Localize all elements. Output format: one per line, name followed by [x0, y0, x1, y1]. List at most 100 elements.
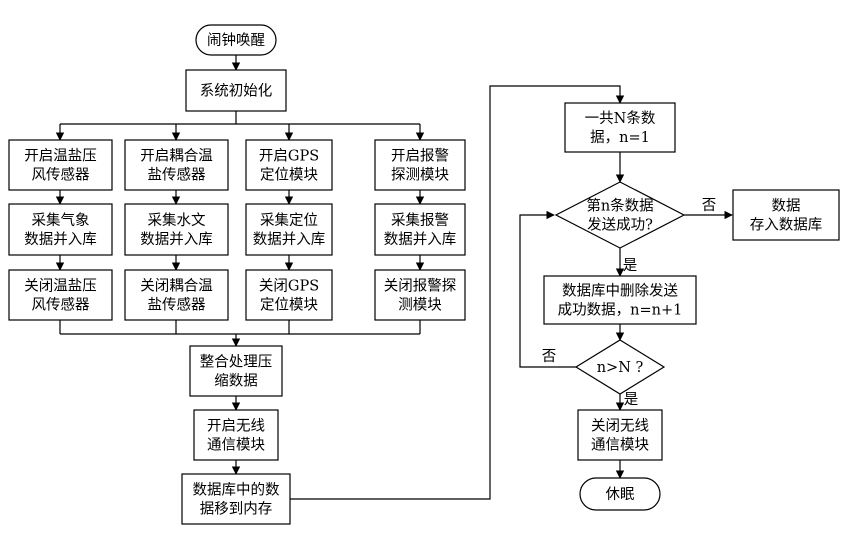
node-open3-shape — [245, 139, 333, 191]
node-close1-line-2: 风传感器 — [32, 297, 90, 314]
node-store-line-2: 存入数据库 — [750, 217, 823, 234]
node-sleep-line-1: 休眠 — [606, 486, 635, 503]
node-delete-line-1: 数据库中删除发送 — [562, 283, 678, 300]
node-compare: n>N ? — [574, 339, 666, 395]
edge-compare-loop — [519, 210, 576, 368]
node-open3-line-1: 开启GPS — [259, 148, 319, 165]
node-open4-shape — [374, 139, 466, 191]
node-move-line-2: 据移到内存 — [200, 501, 273, 518]
node-collect2-line-2: 数据并入库 — [140, 231, 213, 248]
node-collect4-shape — [374, 203, 466, 256]
node-open4-line-1: 开启报警 — [391, 148, 449, 165]
node-close2-line-2: 盐传感器 — [148, 297, 206, 314]
node-open2-shape — [124, 139, 229, 191]
node-compress-line-2: 缩数据 — [214, 373, 258, 390]
node-send-ok-shape — [554, 181, 686, 249]
node-close2-shape — [124, 269, 229, 321]
node-move-shape — [181, 473, 291, 525]
label-send-no: 否 — [702, 198, 717, 214]
node-open-wl-line-1: 开启无线 — [207, 418, 265, 435]
node-close-wireless-shape — [577, 409, 663, 461]
node-collect2-line-1: 采集水文 — [148, 212, 206, 229]
node-compress-shape — [189, 345, 283, 397]
label-send-yes: 是 — [623, 258, 638, 274]
node-open3-line-2: 定位模块 — [260, 167, 318, 184]
node-close1-line-1: 关闭温盐压 — [24, 278, 97, 295]
node-collect3-line-1: 采集定位 — [260, 212, 318, 229]
edge-move-total — [290, 85, 625, 500]
node-total-line-1: 一共N条数 — [585, 110, 656, 127]
node-delete-shape — [543, 275, 697, 325]
node-collect3-shape — [245, 203, 333, 256]
node-close4-line-1: 关闭报警探 — [384, 278, 457, 295]
node-open3: 开启GPS 定位模块 — [245, 139, 333, 191]
node-store-line-1: 数据 — [772, 198, 801, 215]
node-init-shape — [185, 69, 287, 112]
node-collect4-line-1: 采集报警 — [391, 212, 449, 229]
node-compress-line-1: 整合处理压 — [200, 354, 273, 371]
node-total-line-2: 据，n=1 — [590, 129, 650, 146]
node-close3-line-1: 关闭GPS — [259, 278, 319, 295]
node-collect1-line-1: 采集气象 — [32, 212, 90, 229]
node-close1-shape — [8, 269, 113, 321]
node-open2-line-2: 盐传感器 — [148, 167, 206, 184]
node-close4-line-2: 测模块 — [398, 297, 442, 314]
node-total-shape — [564, 102, 676, 153]
node-open-wireless-shape — [193, 409, 279, 461]
node-sleep: 休眠 — [579, 477, 661, 511]
node-compare-shape — [574, 339, 666, 395]
node-send-ok-line-2: 发送成功? — [587, 217, 653, 234]
node-open2-line-1: 开启耦合温 — [140, 148, 213, 165]
node-close-wl-line-2: 通信模块 — [591, 437, 649, 454]
node-collect3-line-2: 数据并入库 — [253, 231, 326, 248]
node-close3-line-2: 定位模块 — [260, 297, 318, 314]
node-collect1-line-2: 数据并入库 — [24, 231, 97, 248]
edge-labels: 否 是 否 是 — [542, 198, 717, 408]
node-move-line-1: 数据库中的数 — [193, 482, 280, 499]
label-compare-yes: 是 — [624, 392, 639, 408]
node-wake: 闹钟唤醒 — [195, 24, 277, 56]
node-send-ok-line-1: 第n条数据 — [586, 197, 653, 215]
node-collect2-shape — [124, 203, 229, 256]
node-open1-line-2: 风传感器 — [32, 167, 90, 184]
node-open-wl-line-2: 通信模块 — [207, 437, 265, 454]
node-delete-line-2: 成功数据，n=n+1 — [558, 302, 683, 319]
connectors — [55, 55, 733, 500]
node-open1-line-1: 开启温盐压 — [24, 148, 97, 165]
node-wake-line-1: 闹钟唤醒 — [207, 32, 265, 49]
node-init-line-1: 系统初始化 — [200, 83, 273, 100]
node-collect4-line-2: 数据并入库 — [384, 231, 457, 248]
node-close3-shape — [245, 269, 333, 321]
node-collect1-shape — [8, 203, 113, 256]
node-store-shape — [732, 189, 840, 241]
node-wake-shape — [195, 24, 277, 56]
node-open1-shape — [8, 139, 113, 191]
label-compare-no: 否 — [542, 349, 557, 365]
node-close-wl-line-1: 关闭无线 — [591, 418, 649, 435]
node-open4-line-2: 探测模块 — [391, 167, 449, 184]
node-close2-line-1: 关闭耦合温 — [140, 278, 213, 295]
node-sleep-shape — [579, 477, 661, 511]
node-close4-shape — [374, 269, 466, 321]
node-init: 系统初始化 — [185, 69, 287, 112]
node-compare-line-1: n>N ? — [597, 360, 644, 376]
